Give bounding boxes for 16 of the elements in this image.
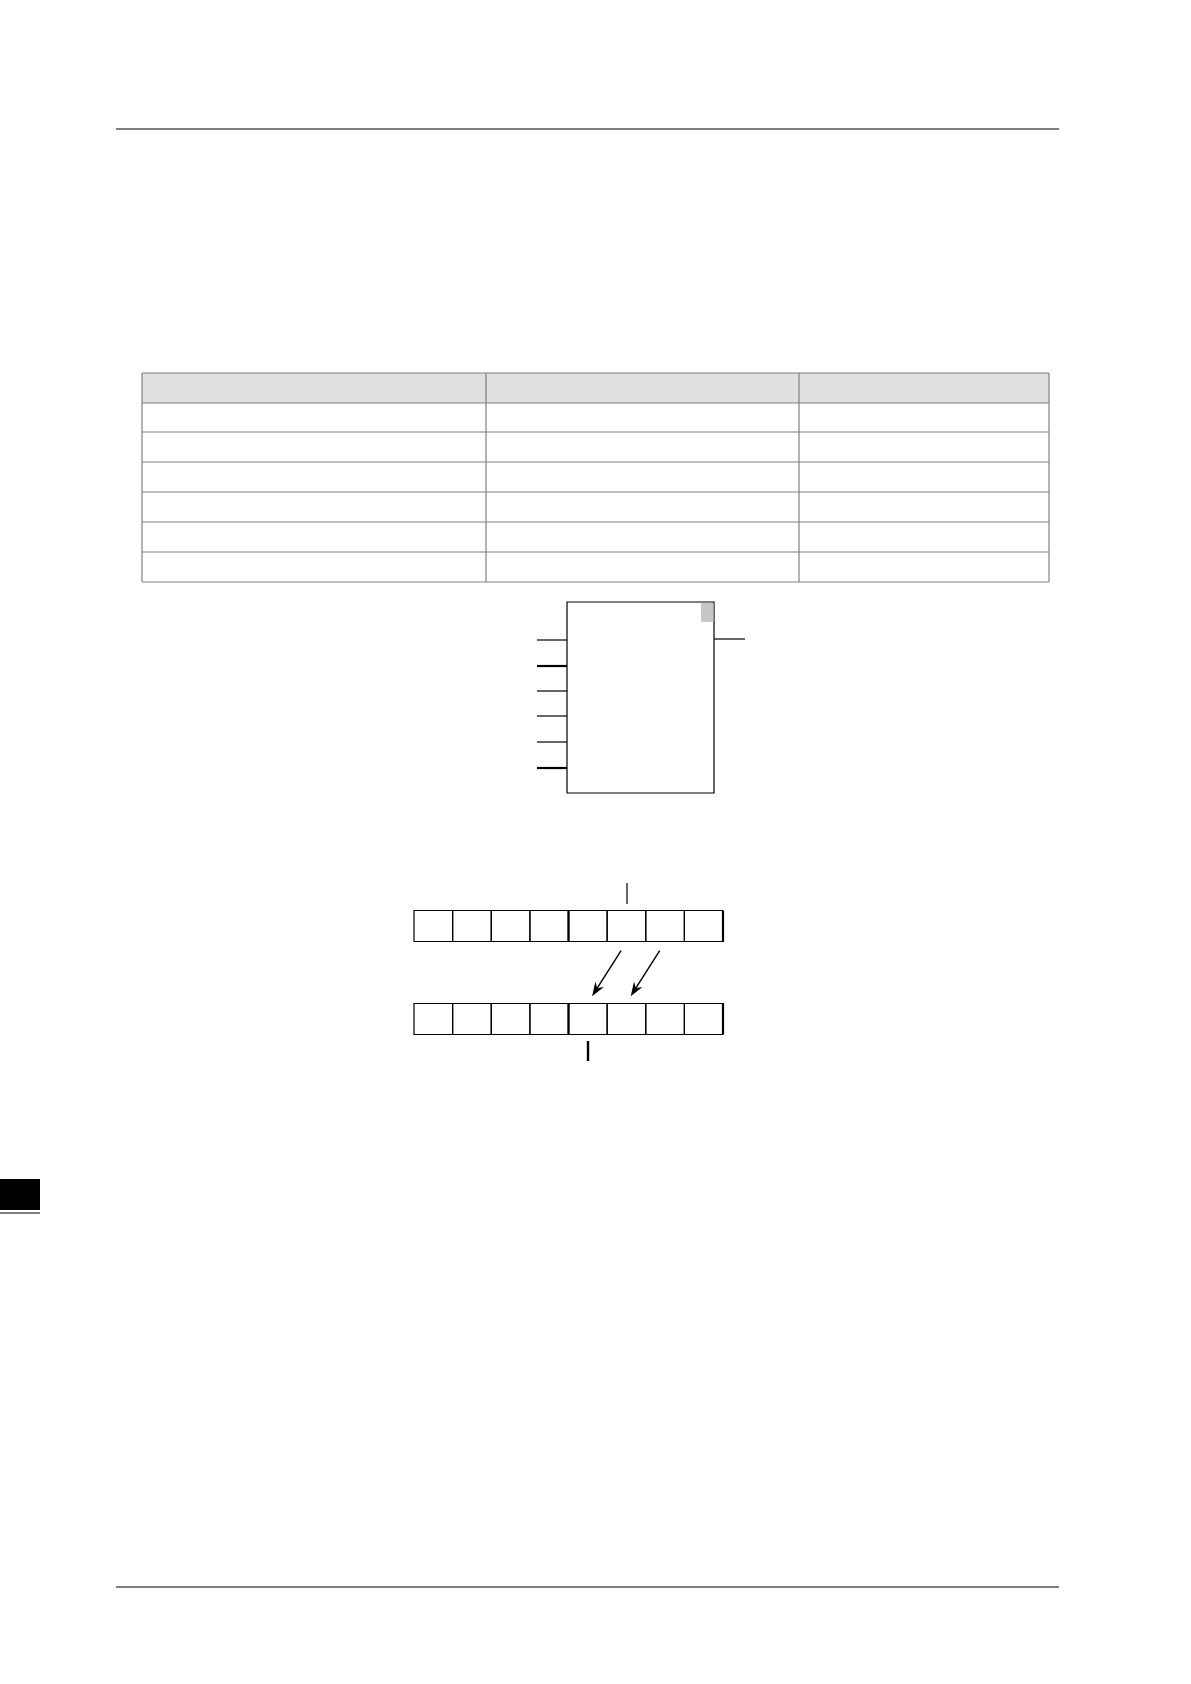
register-cell <box>606 1002 647 1036</box>
register-cell <box>645 1002 685 1036</box>
register-cell <box>452 909 492 943</box>
register-cell <box>567 909 608 943</box>
register-cell <box>529 1002 570 1036</box>
register-cell <box>567 1002 608 1036</box>
register-cell <box>452 1002 492 1036</box>
register-cell <box>529 909 570 943</box>
register-cell <box>683 909 724 943</box>
register-cell <box>683 1002 724 1036</box>
register-cell <box>490 1002 531 1036</box>
register-cell <box>413 909 454 943</box>
register-cell <box>413 1002 454 1036</box>
register-cell <box>606 909 647 943</box>
register-cell <box>490 909 531 943</box>
register-cell <box>645 909 685 943</box>
